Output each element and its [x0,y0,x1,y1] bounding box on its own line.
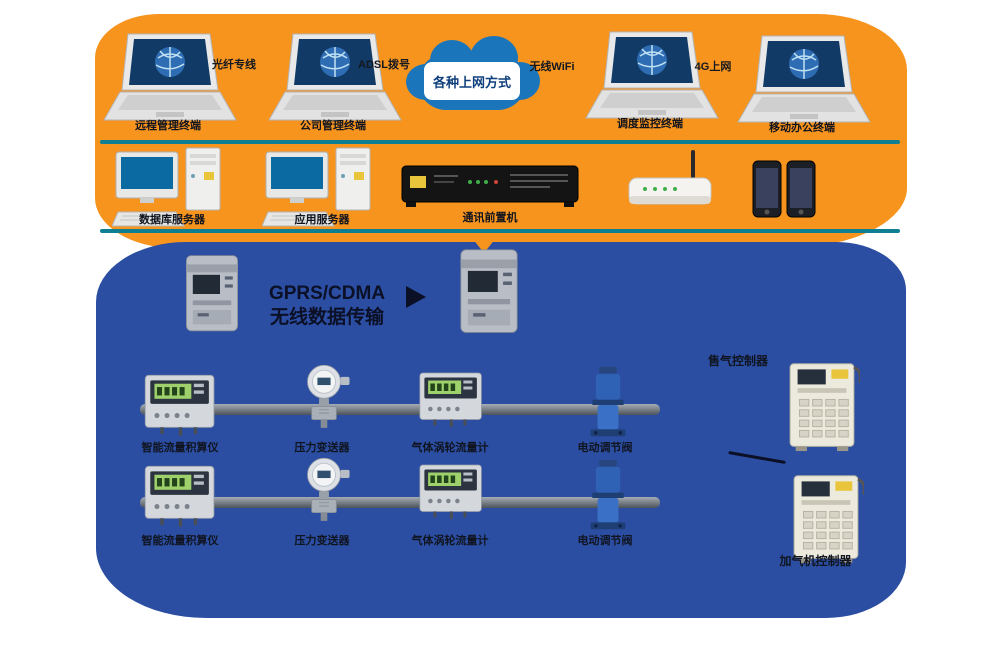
laptop-label: 调度监控终端 [617,118,683,130]
cloud-label: 各种上网方式 [424,62,520,100]
controller-cabinet-icon [788,472,864,564]
mobile-phone-icon [752,160,782,218]
station-label: 售气控制器 [707,354,768,368]
laptop-label: 远程管理终端 [135,120,201,132]
device-label: 电动调节阀 [577,442,633,454]
device-label: 智能流量积算仪 [141,442,219,454]
station-caption: 加气机控制器 [779,554,852,568]
control-valve-icon [585,458,631,538]
device-label: 气体涡轮流量计 [411,442,489,454]
flow-meter-icon [415,462,487,522]
server-label: 应用服务器 [294,214,350,226]
wireless-transfer-line2: 无线数据传输 [269,306,384,328]
pressure-transmitter-icon [295,362,353,432]
wireless-transfer-text: GPRS/CDMA 无线数据传输 [252,282,402,330]
wireless-router-icon [625,148,715,218]
data-concentrator-kiosk-icon [452,248,526,336]
device-label: 压力变送器 [294,535,350,547]
link-label: ADSL拨号 [358,59,410,71]
device-label: 气体涡轮流量计 [411,535,489,547]
transfer-arrow-icon [406,286,426,308]
flow-computer-icon [140,372,220,439]
pipeline-row1 [140,404,660,415]
laptop-label: 移动办公终端 [769,122,835,134]
zone-connector-notch [468,233,500,253]
controller-cabinet-icon [784,360,860,452]
link-label: 无线WiFi [529,61,575,73]
internet-cloud: 各种上网方式 [406,36,540,120]
laptop-icon [263,32,403,127]
data-collector-kiosk-icon [180,252,244,336]
flow-computer-icon [140,463,220,530]
device-label: 压力变送器 [294,442,350,454]
mobile-phone-icon [786,160,816,218]
network-bus-line-bottom [100,229,900,233]
device-label: 电动调节阀 [577,535,633,547]
link-label: 4G上网 [694,61,732,73]
server-label: 数据库服务器 [139,214,205,226]
laptop-icon [580,30,720,125]
flow-meter-icon [415,370,487,430]
wireless-transfer-line1: GPRS/CDMA [268,283,386,304]
pipeline-row2 [140,497,660,508]
rack-label: 通讯前置机 [462,212,518,224]
link-label: 光纤专线 [212,59,256,71]
laptop-icon [732,34,872,129]
pressure-transmitter-icon [295,455,353,525]
device-label: 智能流量积算仪 [141,535,219,547]
control-valve-icon [585,365,631,445]
comm-front-end-rack-icon [400,158,580,210]
network-bus-line-top [100,140,900,144]
laptop-label: 公司管理终端 [300,120,366,132]
laptop-icon [98,32,238,127]
